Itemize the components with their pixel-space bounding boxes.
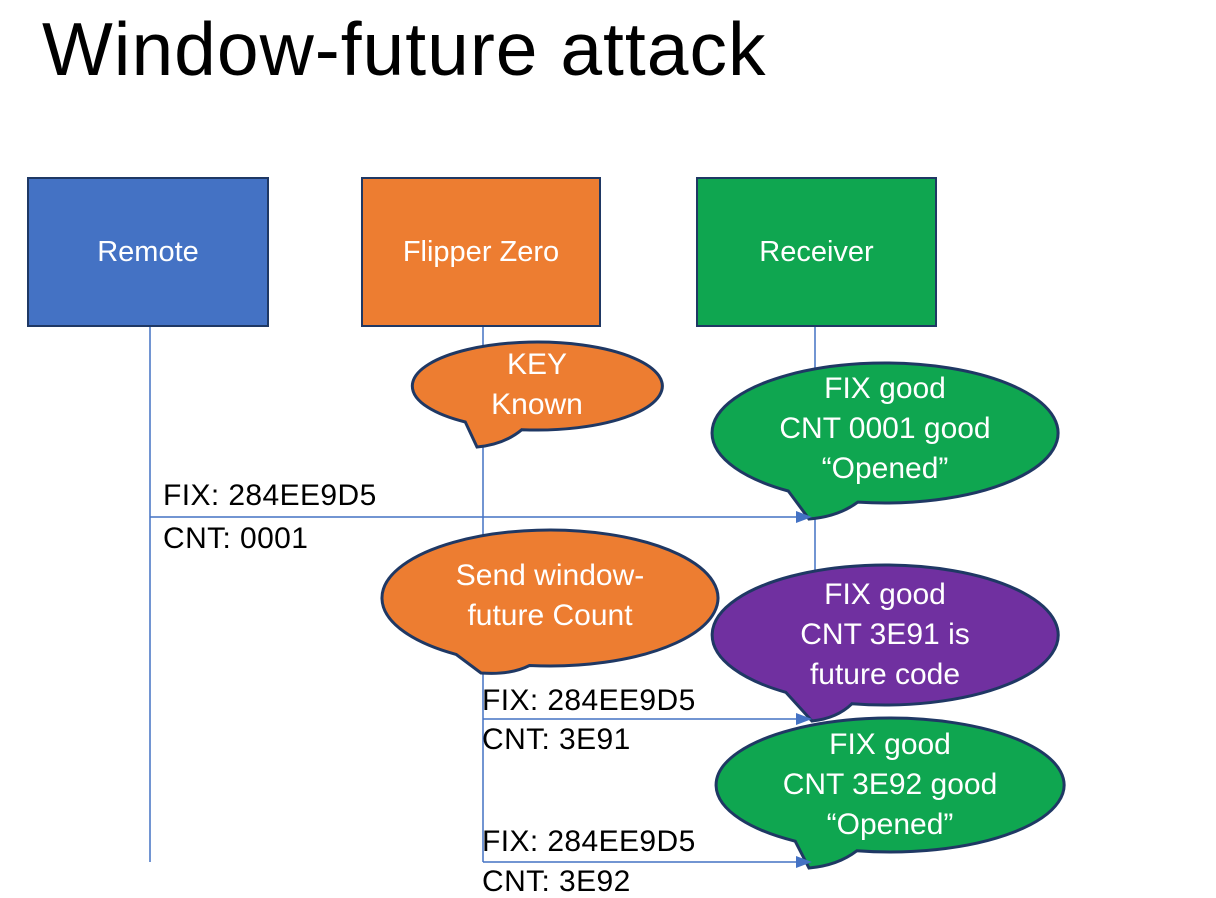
callout-text-line: CNT 3E91 is [800, 618, 970, 651]
message-3-cnt-label: CNT: 3E92 [482, 865, 631, 898]
actor-flipper-label: Flipper Zero [402, 235, 560, 268]
callout-text-line: Known [491, 388, 583, 421]
actor-receiver-label: Receiver [759, 235, 874, 268]
message-1-cnt-label: CNT: 0001 [163, 522, 309, 555]
callout-text-line: future Count [467, 599, 633, 632]
callout-text-line: Send window- [455, 559, 645, 592]
callout-text-line: FIX good [829, 728, 951, 761]
callout-text-send-window: Send window-future Count [382, 556, 718, 636]
callout-bubbles [380, 340, 1066, 870]
message-arrow-2 [483, 713, 812, 725]
actor-remote: Remote [27, 177, 269, 327]
callout-text-line: CNT 3E92 good [782, 768, 998, 801]
callout-bubble-fix-3e92 [714, 716, 1066, 870]
callout-text-line: CNT 0001 good [779, 412, 991, 445]
callout-text-line: FIX good [824, 372, 946, 405]
callout-text-line: KEY [506, 348, 568, 381]
callout-text-line: FIX good [824, 578, 946, 611]
message-1-fix-label: FIX: 284EE9D5 [163, 479, 377, 512]
slide-title: Window-future attack [42, 7, 767, 91]
callout-bubble-key-known [410, 340, 664, 449]
message-2-cnt-label: CNT: 3E91 [482, 723, 631, 756]
message-arrow-3 [483, 856, 812, 868]
callout-text-line: future code [809, 658, 961, 691]
message-arrows [150, 511, 812, 868]
message-arrow-1 [150, 511, 812, 523]
callout-text-line: “Opened” [826, 808, 954, 841]
actor-flipper: Flipper Zero [361, 177, 601, 327]
callout-text-key-known: KEY Known [412, 345, 662, 425]
callout-text-line: “Opened” [821, 452, 949, 485]
callout-bubble-send-window [380, 528, 720, 675]
message-2-fix-label: FIX: 284EE9D5 [482, 684, 696, 717]
callout-bubble-fix-0001 [710, 361, 1060, 521]
actor-receiver: Receiver [696, 177, 937, 327]
callout-bubble-fix-3e91 [710, 563, 1060, 723]
actor-remote-label: Remote [97, 235, 199, 268]
message-3-fix-label: FIX: 284EE9D5 [482, 825, 696, 858]
